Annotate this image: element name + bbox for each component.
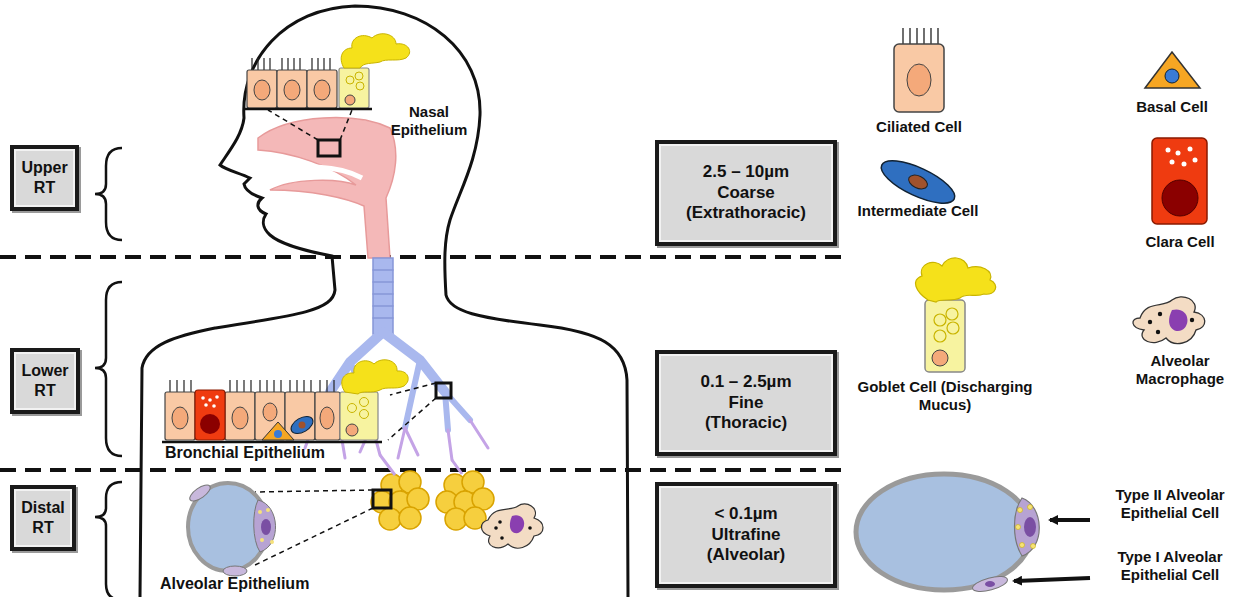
region-box: Upper RT [10,145,79,211]
region-box: Lower RT [10,348,80,414]
box-text: < 0.1µm [714,504,777,525]
inset-label: Nasal Epithelium [388,103,470,138]
bronchial-epithelium [162,360,408,442]
box-text: (Extrathoracic) [686,203,806,224]
legend-label: Basal Cell [1102,98,1242,116]
particle-size-box: 0.1 – 2.5µmFine(Thoracic) [655,350,837,456]
alveolar-macrophage [482,504,544,548]
region-box: Distal RT [10,485,76,551]
alveolar-epithelium [187,482,275,576]
legend-label: Intermediate Cell [833,202,1003,220]
box-text: Ultrafine [712,525,781,546]
legend-label: Clara Cell [1115,233,1245,251]
macrophage-icon [1133,297,1205,344]
particle-size-box: 2.5 – 10µmCoarse(Extrathoracic) [655,140,837,246]
legend-label: Goblet Cell (Discharging Mucus) [845,378,1045,413]
inset-label: Alveolar Epithelium [160,575,390,594]
box-text: 2.5 – 10µm [703,162,789,183]
zoom-marker [318,140,451,508]
particle-size-box: < 0.1µmUltrafine(Alveolar) [655,482,837,588]
bronchial-tree [305,258,488,460]
alveolus-icon [856,474,1039,594]
alveoli [371,471,494,530]
box-text: (Thoracic) [705,413,787,434]
box-text: Fine [729,393,764,414]
legend-label: Alveolar Macrophage [1115,352,1245,387]
nasal-cavity [258,118,396,258]
inset-label: Bronchial Epithelium [165,444,395,463]
box-text: Distal RT [20,498,66,537]
goblet-cell-icon [915,258,995,372]
pointer-arrow [1014,520,1090,581]
body-outline [140,6,628,597]
box-text: Lower RT [20,361,70,400]
legend-label: Type II Alveolar Epithelial Cell [1092,486,1248,521]
box-text: Coarse [717,183,775,204]
clara-cell-icon [1152,138,1207,224]
legend-label: Type I Alveolar Epithelial Cell [1092,548,1248,583]
box-text: 0.1 – 2.5µm [700,372,791,393]
box-text: (Alveolar) [707,545,785,566]
zoom-leader [255,110,436,565]
region-divider [0,257,842,470]
basal-cell-icon [1145,52,1200,88]
box-text: Upper RT [20,158,69,197]
alveolar-duct [380,455,462,475]
brace [95,148,122,597]
ciliated-cell-icon [894,28,944,112]
legend-label: Ciliated Cell [844,118,994,136]
nasal-epithelium [245,34,410,109]
